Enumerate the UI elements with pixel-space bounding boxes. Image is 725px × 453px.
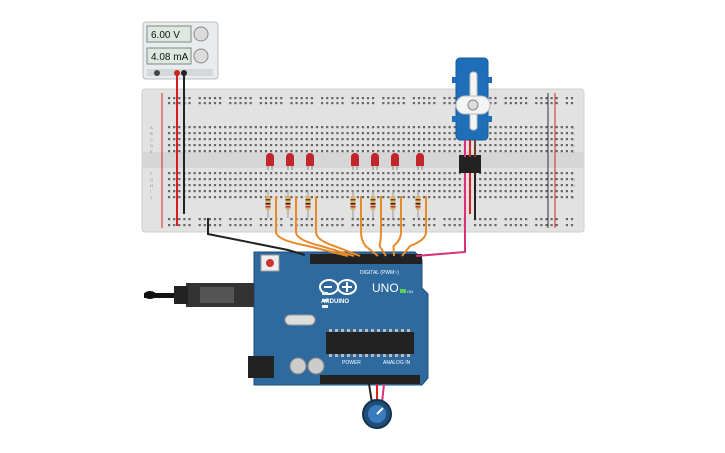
red-led[interactable] (286, 153, 294, 166)
power-supply[interactable]: 6.00 V 4.08 mA (142, 21, 219, 80)
row-letter: A (572, 125, 575, 130)
usb-plug-icon[interactable] (144, 283, 254, 307)
row-letter: E (572, 149, 575, 154)
led-row (266, 153, 424, 170)
digital-header-label: DIGITAL (PWM~) (360, 270, 399, 276)
power-header-label: POWER (342, 360, 361, 366)
model-label: UNO (372, 281, 399, 295)
row-letter: G (150, 177, 153, 182)
led-wire-bundle[interactable] (275, 196, 427, 257)
red-led[interactable] (371, 153, 379, 166)
row-letter: D (150, 143, 153, 148)
red-led[interactable] (351, 153, 359, 166)
dc-power-jack[interactable] (248, 356, 274, 378)
row-letter: B (572, 131, 575, 136)
servo-motor[interactable] (452, 57, 492, 173)
on-led (400, 289, 406, 293)
on-label: ON (407, 289, 413, 294)
row-letter: F (572, 171, 575, 176)
row-letter: H (572, 183, 575, 188)
wire-led-to-pin[interactable] (275, 196, 349, 257)
wire-led-to-pin[interactable] (392, 196, 402, 257)
red-led[interactable] (266, 153, 274, 166)
wire-ground-to-arduino[interactable] (207, 218, 306, 256)
red-led[interactable] (391, 153, 399, 166)
atmega-chip (326, 332, 414, 354)
voltage-knob[interactable] (193, 26, 209, 42)
row-letter: G (572, 177, 575, 182)
row-letter: H (150, 183, 153, 188)
wire-led-to-pin[interactable] (401, 196, 427, 257)
row-letter: C (150, 137, 153, 142)
voltage-display: 6.00 V (151, 30, 180, 41)
current-display: 4.08 mA (151, 52, 189, 63)
row-letter: B (150, 131, 153, 136)
row-letter: I (572, 189, 573, 194)
arduino-logo-icon (319, 279, 357, 295)
supply-switch[interactable] (154, 70, 160, 76)
wire-servo-signal[interactable] (415, 173, 466, 257)
red-led[interactable] (306, 153, 314, 166)
arduino-uno-board[interactable]: ARDUINO UNO DIGITAL (PWM~) POWER ANALOG … (248, 251, 429, 386)
analog-header-label: ANALOG IN (383, 360, 411, 366)
row-letter: A (150, 125, 153, 130)
servo-shaft (467, 99, 479, 111)
red-led[interactable] (416, 153, 424, 166)
wire-led-to-pin[interactable] (378, 196, 387, 257)
row-letter: C (572, 137, 575, 142)
wire-led-to-pin[interactable] (295, 196, 355, 257)
potentiometer-knob-icon[interactable] (362, 383, 392, 429)
wire-led-to-pin[interactable] (315, 196, 361, 257)
row-letter: D (572, 143, 575, 148)
row-letter: F (150, 171, 153, 176)
current-knob[interactable] (193, 48, 209, 64)
row-letter: E (150, 149, 153, 154)
row-letter: J (150, 195, 152, 200)
row-letter: J (572, 195, 574, 200)
resistor-row (265, 190, 421, 218)
brand-label: ARDUINO (321, 299, 349, 305)
wire-led-to-pin[interactable] (360, 196, 379, 257)
row-letter: I (150, 189, 151, 194)
